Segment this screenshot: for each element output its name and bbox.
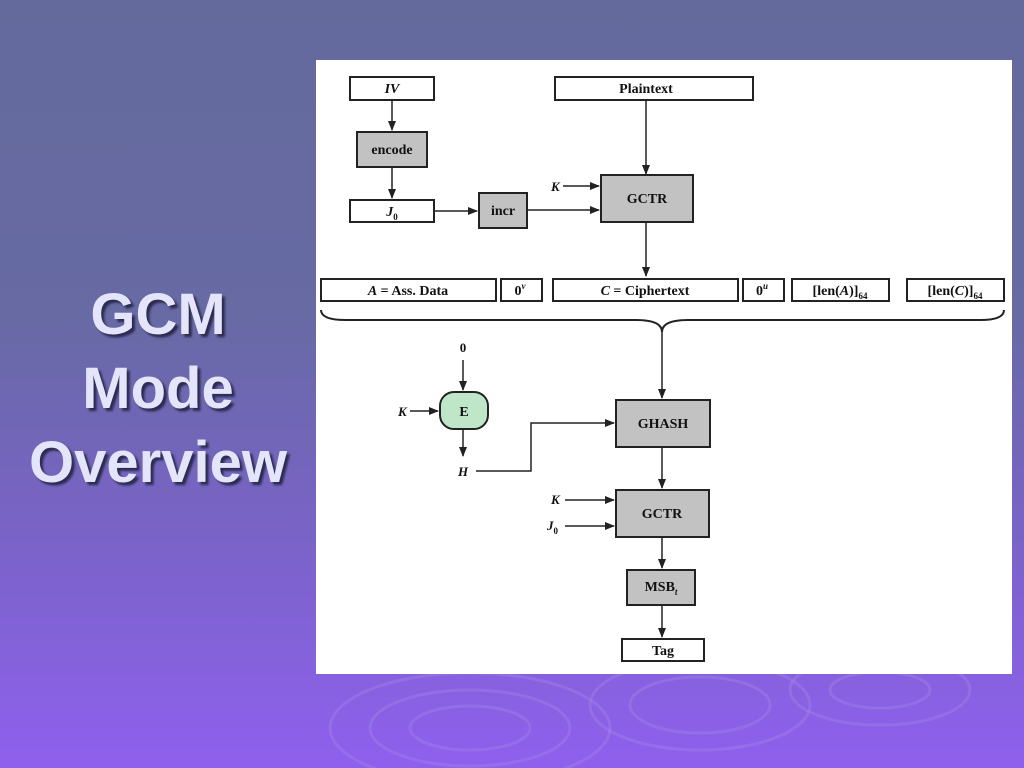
len-a-open: [len( bbox=[813, 284, 841, 299]
gcm-diagram: IV encode J0 incr Plaintext K GCTR A = A… bbox=[320, 76, 1005, 662]
len-a-close: )] bbox=[849, 284, 858, 299]
zero-input-label: 0 bbox=[460, 340, 467, 355]
e-label: E bbox=[459, 405, 468, 420]
len-a-box: [len(A)]64 bbox=[791, 278, 890, 302]
pad-u-zero: 0 bbox=[756, 284, 763, 299]
incr-box: incr bbox=[478, 192, 528, 229]
ciphertext-text: = Ciphertext bbox=[610, 284, 690, 299]
ciphertext-var: C bbox=[601, 284, 611, 299]
tag-box: Tag bbox=[621, 638, 705, 662]
j0-label: J bbox=[385, 205, 394, 220]
arrow-h-ghash bbox=[476, 419, 615, 472]
len-c-var: C bbox=[955, 284, 965, 299]
gctr-box-top: GCTR bbox=[600, 174, 694, 223]
j0-label-bottom: J bbox=[546, 518, 554, 533]
svg-text:C = Ciphertext: C = Ciphertext bbox=[601, 284, 690, 299]
pad-v-zero: 0 bbox=[515, 284, 522, 299]
slide-title: GCM Mode Overview bbox=[8, 278, 308, 500]
len-c-open: [len( bbox=[928, 284, 956, 299]
len-c-sub: 64 bbox=[973, 291, 983, 301]
plaintext-box: Plaintext bbox=[554, 76, 754, 101]
svg-text:[len(C)]64: [len(C)]64 bbox=[928, 284, 983, 301]
ciphertext-box: C = Ciphertext bbox=[552, 278, 739, 302]
pad-v-sup: v bbox=[522, 281, 527, 291]
ass-data-text: = Ass. Data bbox=[377, 284, 448, 299]
gctr-label-top: GCTR bbox=[627, 192, 668, 207]
len-a-sub: 64 bbox=[858, 291, 868, 301]
len-c-close: )] bbox=[964, 284, 973, 299]
iv-label: IV bbox=[384, 82, 401, 97]
len-a-var: A bbox=[839, 284, 849, 299]
encode-box: encode bbox=[356, 131, 428, 168]
pad-u-box: 0u bbox=[742, 278, 785, 302]
svg-text:[len(A)]64: [len(A)]64 bbox=[813, 284, 868, 301]
slide-title-line-3: Overview bbox=[29, 430, 287, 495]
msb-label: MSB bbox=[645, 580, 675, 595]
svg-text:0u: 0u bbox=[756, 281, 768, 299]
slide-title-line-1: GCM bbox=[90, 282, 226, 347]
ass-data-var: A bbox=[367, 284, 377, 299]
k-label-e: K bbox=[397, 404, 408, 419]
gctr-label-bottom: GCTR bbox=[642, 507, 683, 522]
tag-label: Tag bbox=[652, 644, 674, 659]
brace bbox=[320, 309, 1005, 333]
gcm-diagram-panel: IV encode J0 incr Plaintext K GCTR A = A… bbox=[316, 60, 1012, 674]
k-label-bottom: K bbox=[550, 492, 561, 507]
pad-v-box: 0v bbox=[500, 278, 543, 302]
plaintext-label: Plaintext bbox=[619, 82, 673, 97]
ghash-box: GHASH bbox=[615, 399, 711, 448]
e-box: E bbox=[439, 391, 489, 430]
ghash-label: GHASH bbox=[638, 417, 689, 432]
gctr-box-bottom: GCTR bbox=[615, 489, 710, 538]
msb-box: MSBt bbox=[626, 569, 696, 606]
ass-data-box: A = Ass. Data bbox=[320, 278, 497, 302]
k-label-top: K bbox=[550, 179, 561, 194]
encode-label: encode bbox=[371, 143, 412, 158]
j0-subscript: 0 bbox=[393, 212, 398, 222]
slide-title-line-2: Mode bbox=[82, 356, 234, 421]
svg-text:MSBt: MSBt bbox=[645, 580, 678, 597]
incr-label: incr bbox=[491, 204, 515, 219]
svg-text:0v: 0v bbox=[515, 281, 527, 299]
svg-text:J0: J0 bbox=[546, 518, 559, 536]
iv-box: IV bbox=[349, 76, 435, 101]
msb-subscript: t bbox=[675, 587, 678, 597]
j0-box: J0 bbox=[349, 199, 435, 223]
h-label: H bbox=[457, 464, 469, 479]
svg-text:A = Ass. Data: A = Ass. Data bbox=[367, 284, 448, 299]
len-c-box: [len(C)]64 bbox=[906, 278, 1005, 302]
j0-subscript-bottom: 0 bbox=[554, 526, 559, 536]
pad-u-sup: u bbox=[763, 281, 768, 291]
svg-text:J0: J0 bbox=[385, 205, 398, 222]
